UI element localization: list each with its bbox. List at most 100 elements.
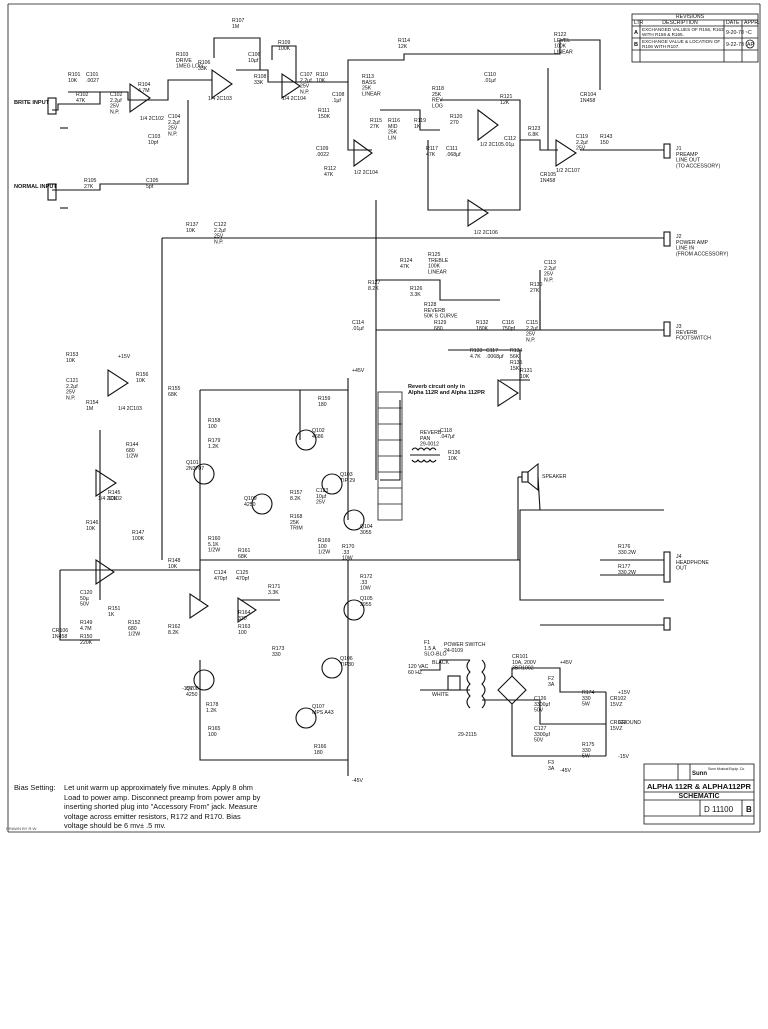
rev-b-description: EXCHANGE VALUE & LOCATION OF R106 WITH R… <box>642 39 721 49</box>
revisions-table: REVISIONS LTR DESCRIPTION DATE APPR. A E… <box>631 13 760 63</box>
company-name: Sunn <box>692 771 707 777</box>
opamp-u2 <box>211 68 233 100</box>
transformer-label: 29-2115 <box>458 732 477 738</box>
rail-minus-15-label: -15V <box>182 686 193 692</box>
transistors <box>193 429 365 729</box>
opamp-u13 <box>497 378 520 408</box>
rail-minus-45-label: -45V <box>352 778 363 784</box>
ic-label: 1/2 2C107 <box>556 168 580 174</box>
opamp-u12 <box>237 596 257 624</box>
psu-ground-label: GROUND <box>618 720 641 726</box>
opamp-u6 <box>467 198 490 228</box>
ic-label: 1/4 2C104 <box>282 96 306 102</box>
speaker-label: SPEAKER <box>542 474 567 480</box>
wire-black-label: BLACK <box>432 660 450 666</box>
rev-col-ltr: LTR <box>634 20 644 26</box>
revisions-header: REVISIONS <box>676 14 705 20</box>
component-c108: C108.1µf <box>332 92 345 104</box>
rail-plus-45-label: +45V <box>352 368 365 374</box>
ic-label: 1/4 2C102 <box>98 496 122 502</box>
opamp-u11 <box>189 592 209 620</box>
opamp-u9 <box>95 468 118 498</box>
transistor-q107 <box>295 707 317 729</box>
rev-b-appr: AP <box>747 42 754 48</box>
component-c117: C117.0068µf <box>486 348 504 360</box>
opamp-u5 <box>477 108 499 142</box>
reverb-switch-diodes <box>377 391 403 521</box>
ic-label: 1/4 2C103 <box>208 96 232 102</box>
preamp-wiring <box>52 37 664 776</box>
drawing-title: ALPHA 112R & ALPHA112PR <box>647 782 752 791</box>
rev-col-description: DESCRIPTION <box>662 20 698 26</box>
drawing-subtitle: SCHEMATIC <box>678 793 719 800</box>
rev-a-date: 9-20-78 <box>726 30 744 36</box>
opamp-u1 <box>129 82 151 114</box>
transistor-q102 <box>295 429 317 451</box>
rev-b-ltr: B <box>634 42 638 48</box>
footer-mark: DRAWN BY R.W. <box>6 826 38 831</box>
output-jacks <box>663 143 671 631</box>
opamp-u8 <box>107 368 130 398</box>
